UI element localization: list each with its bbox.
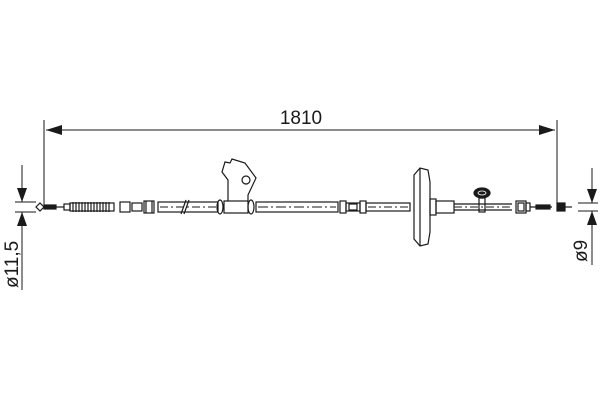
length-label: 1810 [280, 108, 322, 129]
cable-assembly [35, 158, 572, 247]
left-diameter-dimension: ø11,5 [2, 165, 36, 290]
bellows [69, 202, 115, 212]
mounting-bracket [216, 158, 257, 215]
grommet [413, 167, 437, 247]
left-diameter-label: ø11,5 [2, 241, 23, 288]
right-diameter-label: ø9 [571, 240, 592, 262]
arrow-left-icon [46, 125, 62, 135]
right-diameter-dimension: ø9 [571, 168, 598, 265]
length-dimension: 1810 [43, 108, 558, 205]
arrow-right-icon [539, 125, 555, 135]
cable-clip [473, 187, 491, 213]
